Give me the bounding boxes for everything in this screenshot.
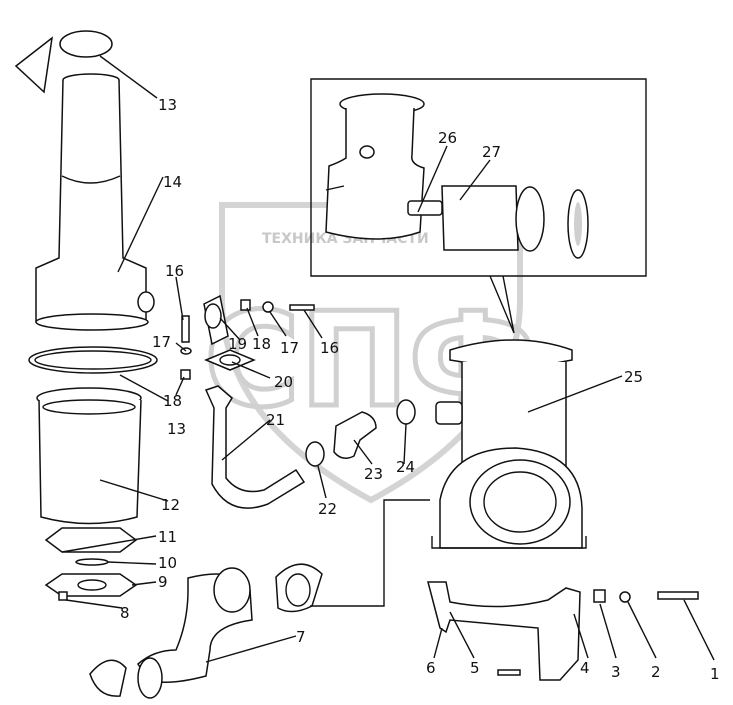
callout-17-right: 17 <box>280 339 299 357</box>
callout-20: 20 <box>274 373 293 391</box>
part-12-filter-bowl <box>36 387 142 525</box>
parts-22-24 <box>305 399 416 467</box>
leader-lines <box>61 55 715 663</box>
callout-22: 22 <box>318 500 337 518</box>
callout-2: 2 <box>651 663 661 681</box>
callout-25: 25 <box>624 368 643 386</box>
callout-18-right: 18 <box>252 335 271 353</box>
callout-7: 7 <box>296 628 306 646</box>
callout-4: 4 <box>580 659 590 677</box>
callout-6: 6 <box>426 659 436 677</box>
parts-1-6-bracket <box>427 581 699 681</box>
parts-16-20-fittings <box>180 294 315 380</box>
callout-labels: 13 14 16 17 18 19 18 17 16 20 21 22 23 2… <box>120 96 720 683</box>
part-25-air-cleaner <box>310 339 587 607</box>
part-14-intake-pipe <box>35 73 155 331</box>
callout-27: 27 <box>482 143 501 161</box>
callout-9: 9 <box>158 573 168 591</box>
callout-18-left: 18 <box>163 392 182 410</box>
callout-17-left: 17 <box>152 333 171 351</box>
callout-16-right: 16 <box>320 339 339 357</box>
callout-8: 8 <box>120 604 130 622</box>
callout-13: 13 <box>167 420 186 438</box>
callout-12: 12 <box>161 496 180 514</box>
callout-24: 24 <box>396 458 415 476</box>
part-21-bent-pipe <box>204 385 306 509</box>
inset-detail-frame <box>310 78 647 334</box>
part-7-hose <box>89 563 323 699</box>
callout-23: 23 <box>364 465 383 483</box>
parts-8-11-fittings <box>44 527 138 601</box>
callout-14: 14 <box>163 173 182 191</box>
callout-16-left: 16 <box>165 262 184 280</box>
callout-11: 11 <box>158 528 177 546</box>
callout-1: 1 <box>710 665 720 683</box>
callout-19: 19 <box>228 335 247 353</box>
callout-5: 5 <box>470 659 480 677</box>
callout-10: 10 <box>158 554 177 572</box>
callout-15: 13 <box>158 96 177 114</box>
part-13-clamp <box>28 346 158 374</box>
callout-3: 3 <box>611 663 621 681</box>
callout-26: 26 <box>438 129 457 147</box>
part-15-cap <box>14 30 113 94</box>
callout-21: 21 <box>266 411 285 429</box>
